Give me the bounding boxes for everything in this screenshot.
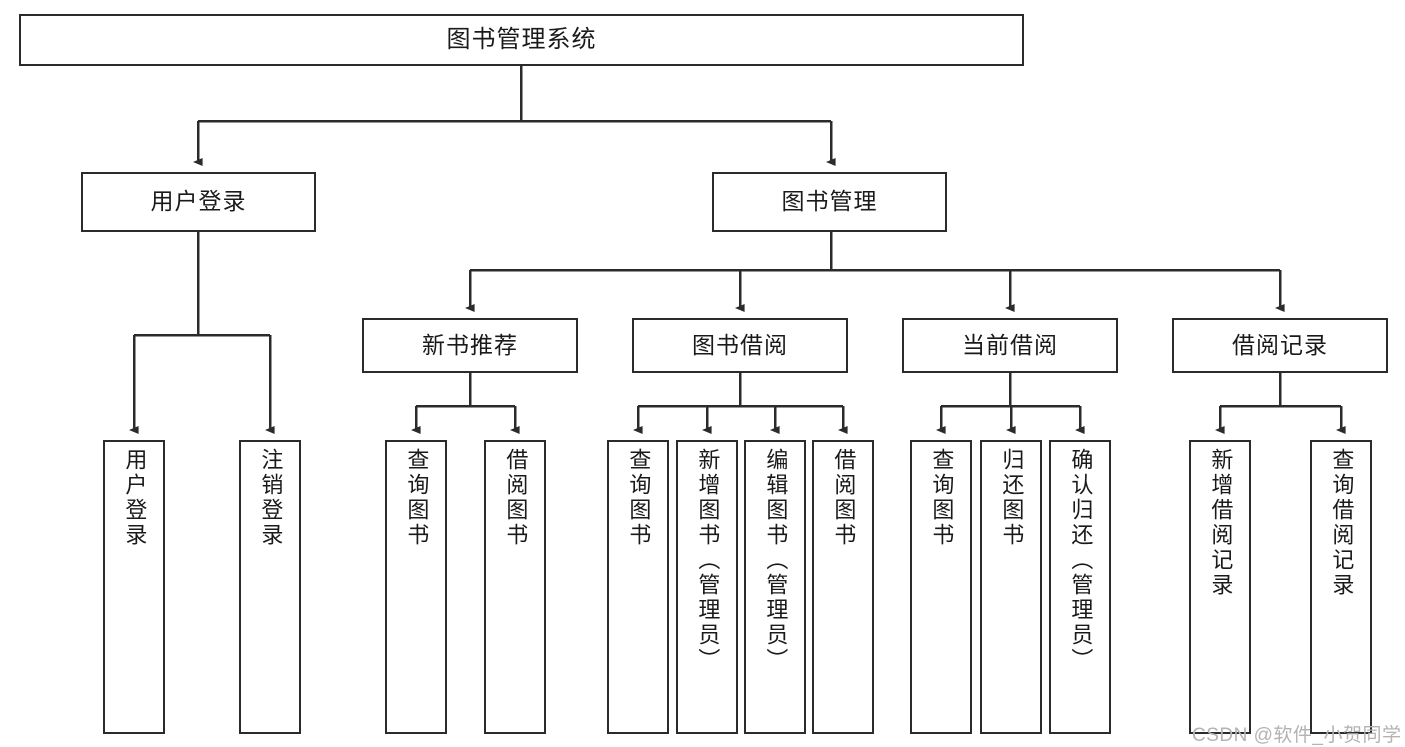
leaf-borrow-book-label: 借阅图书 xyxy=(831,448,857,548)
leaf-logout[interactable]: 注销登录 xyxy=(239,440,301,734)
leaf-add-borrow-record[interactable]: 新增借阅记录 xyxy=(1189,440,1251,734)
node-new-book-recommend-label: 新书推荐 xyxy=(422,331,518,358)
node-borrow-record-label: 借阅记录 xyxy=(1232,331,1328,358)
leaf-edit-book-admin[interactable]: 编辑图书（管理员） xyxy=(744,440,806,734)
leaf-add-book-admin[interactable]: 新增图书（管理员） xyxy=(676,440,738,734)
node-book-borrow[interactable]: 图书借阅 xyxy=(632,318,848,373)
node-current-borrow-label: 当前借阅 xyxy=(962,331,1058,358)
leaf-return-book[interactable]: 归还图书 xyxy=(980,440,1042,734)
leaf-query-book-recommend[interactable]: 查询图书 xyxy=(385,440,447,734)
leaf-confirm-return-admin[interactable]: 确认归还（管理员） xyxy=(1049,440,1111,734)
leaf-query-book-current[interactable]: 查询图书 xyxy=(910,440,972,734)
leaf-query-book-recommend-label: 查询图书 xyxy=(404,448,430,548)
leaf-user-login-label: 用户登录 xyxy=(122,448,148,548)
leaf-query-book-borrow[interactable]: 查询图书 xyxy=(607,440,669,734)
node-root-label: 图书管理系统 xyxy=(446,25,597,53)
node-root[interactable]: 图书管理系统 xyxy=(19,14,1024,66)
node-borrow-record[interactable]: 借阅记录 xyxy=(1172,318,1388,373)
node-book-borrow-label: 图书借阅 xyxy=(692,331,788,358)
leaf-borrow-book[interactable]: 借阅图书 xyxy=(812,440,874,734)
leaf-confirm-return-admin-label: 确认归还（管理员） xyxy=(1068,448,1094,673)
node-book-management-label: 图书管理 xyxy=(781,188,878,215)
node-new-book-recommend[interactable]: 新书推荐 xyxy=(362,318,578,373)
leaf-borrow-book-recommend-label: 借阅图书 xyxy=(503,448,529,548)
leaf-edit-book-admin-label: 编辑图书（管理员） xyxy=(763,448,789,673)
leaf-logout-label: 注销登录 xyxy=(258,448,284,548)
leaf-query-borrow-record-label: 查询借阅记录 xyxy=(1329,448,1355,598)
watermark-text: CSDN @软件_小贺同学 xyxy=(1192,725,1402,746)
node-current-borrow[interactable]: 当前借阅 xyxy=(902,318,1118,373)
node-user-login[interactable]: 用户登录 xyxy=(81,172,316,232)
leaf-add-book-admin-label: 新增图书（管理员） xyxy=(695,448,721,673)
leaf-borrow-book-recommend[interactable]: 借阅图书 xyxy=(484,440,546,734)
leaf-query-book-borrow-label: 查询图书 xyxy=(626,448,652,548)
leaf-return-book-label: 归还图书 xyxy=(999,448,1025,548)
leaf-query-borrow-record[interactable]: 查询借阅记录 xyxy=(1310,440,1372,734)
leaf-query-book-current-label: 查询图书 xyxy=(929,448,955,548)
watermark: CSDN @软件_小贺同学 xyxy=(1192,720,1401,747)
node-user-login-label: 用户登录 xyxy=(150,188,247,215)
leaf-user-login[interactable]: 用户登录 xyxy=(103,440,165,734)
node-book-management[interactable]: 图书管理 xyxy=(712,172,947,232)
leaf-add-borrow-record-label: 新增借阅记录 xyxy=(1208,448,1234,598)
